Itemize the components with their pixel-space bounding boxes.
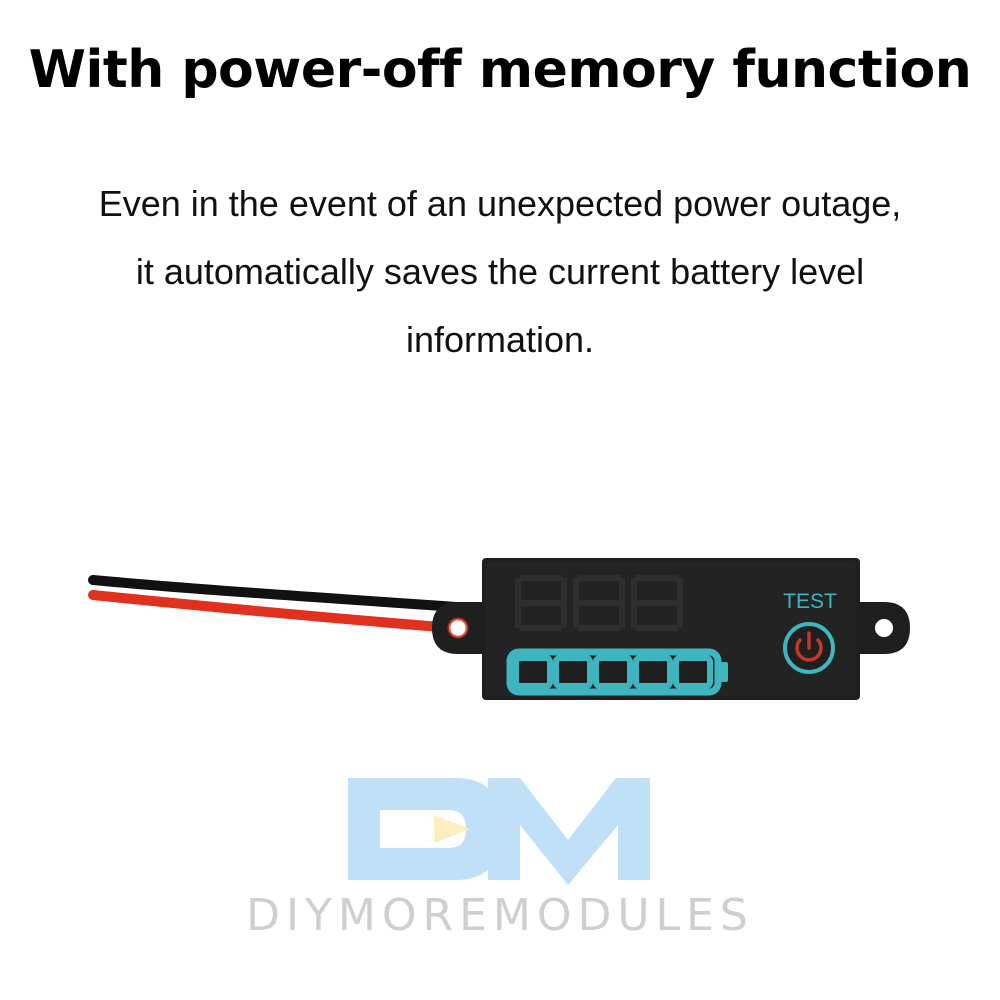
battery-segment — [673, 655, 713, 689]
battery-level-icon — [506, 648, 728, 696]
battery-segment — [593, 655, 633, 689]
brand-name: DIYMOREMODULES — [246, 890, 754, 941]
description-line-2: it automatically saves the current batte… — [135, 251, 865, 292]
red-wire — [88, 590, 457, 633]
battery-segment — [633, 655, 673, 689]
description-line-1: Even in the event of an unexpected power… — [98, 183, 902, 224]
headline: With power-off memory function — [28, 40, 972, 100]
description: Even in the event of an unexpected power… — [0, 170, 1000, 374]
battery-segment — [553, 655, 593, 689]
unlit-digits — [515, 575, 683, 631]
description-line-3: information. — [405, 319, 595, 360]
battery-segment — [513, 655, 553, 689]
test-label: TEST — [783, 590, 837, 613]
black-wire — [88, 575, 475, 613]
power-button-icon — [783, 622, 835, 674]
logo-letters — [348, 778, 650, 885]
